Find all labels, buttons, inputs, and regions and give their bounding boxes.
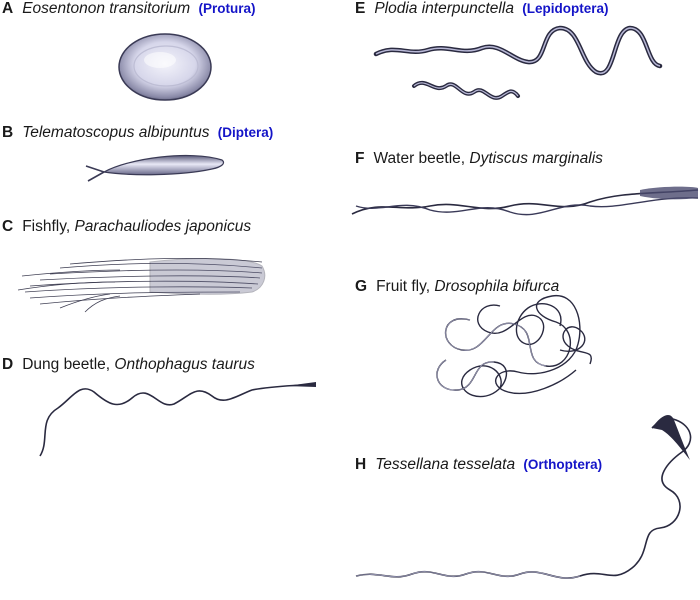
sperm-h-highlight <box>355 571 581 579</box>
sperm-h-head <box>652 414 690 460</box>
panel-letter: E <box>355 0 366 17</box>
panel-letter: C <box>2 218 14 235</box>
panel-d-label: D Dung beetle, Onthophagus taurus <box>2 356 259 374</box>
panel-letter: B <box>2 124 14 141</box>
panel-letter: H <box>355 456 367 473</box>
order-name: (Lepidoptera) <box>522 1 609 16</box>
sperm-e-2-highlight <box>413 82 519 99</box>
sperm-c-head <box>149 258 266 295</box>
panel-letter: A <box>2 0 14 17</box>
species-name: Plodia interpunctella <box>374 0 514 17</box>
species-name: Drosophila bifurca <box>434 278 560 295</box>
panel-b-label: B Telematoscopus albipuntus (Diptera) <box>2 124 273 142</box>
order-name: (Diptera) <box>217 125 274 140</box>
panel-a-label: A Eosentonon transitorium (Protura) <box>2 0 256 18</box>
sperm-c-bundle <box>17 257 263 313</box>
panel-letter: G <box>355 278 368 295</box>
panel-g-label: G Fruit fly, Drosophila bifurca <box>355 278 563 296</box>
panel-c-label: C Fishfly, Parachauliodes japonicus <box>2 218 255 236</box>
common-name: Fruit fly, <box>376 278 435 295</box>
panel-letter: D <box>2 356 14 373</box>
sperm-a-disc <box>118 33 212 101</box>
sperm-b-spindle <box>85 154 225 182</box>
species-name: Eosentonon transitorium <box>22 0 191 17</box>
sperm-h <box>355 417 692 579</box>
order-name: (Orthoptera) <box>523 457 603 472</box>
species-name: Tessellana tesselata <box>375 456 516 473</box>
panel-letter: F <box>355 150 365 167</box>
sperm-f-head <box>640 186 698 200</box>
species-name: Onthophagus taurus <box>114 356 255 373</box>
common-name: Dung beetle, <box>22 356 115 373</box>
species-name: Parachauliodes japonicus <box>74 218 252 235</box>
species-name: Telematoscopus albipuntus <box>22 124 210 141</box>
sperm-d <box>39 383 315 457</box>
panel-f-label: F Water beetle, Dytiscus marginalis <box>355 150 607 168</box>
panel-h-label: H Tessellana tesselata (Orthoptera) <box>355 456 602 474</box>
panel-e-label: E Plodia interpunctella (Lepidoptera) <box>355 0 609 18</box>
species-name: Dytiscus marginalis <box>469 150 603 167</box>
sperm-d-head <box>286 382 316 387</box>
sperm-f-strand-1 <box>351 189 699 215</box>
sperm-f-strand-2 <box>355 197 699 216</box>
common-name: Water beetle, <box>373 150 470 167</box>
sperm-e-1-highlight <box>375 27 661 74</box>
sperm-g-coil <box>436 295 592 398</box>
sperm-g-coil-highlight <box>436 318 547 391</box>
sperm-e-1 <box>373 25 663 76</box>
common-name: Fishfly, <box>22 218 75 235</box>
order-name: (Protura) <box>198 1 256 16</box>
